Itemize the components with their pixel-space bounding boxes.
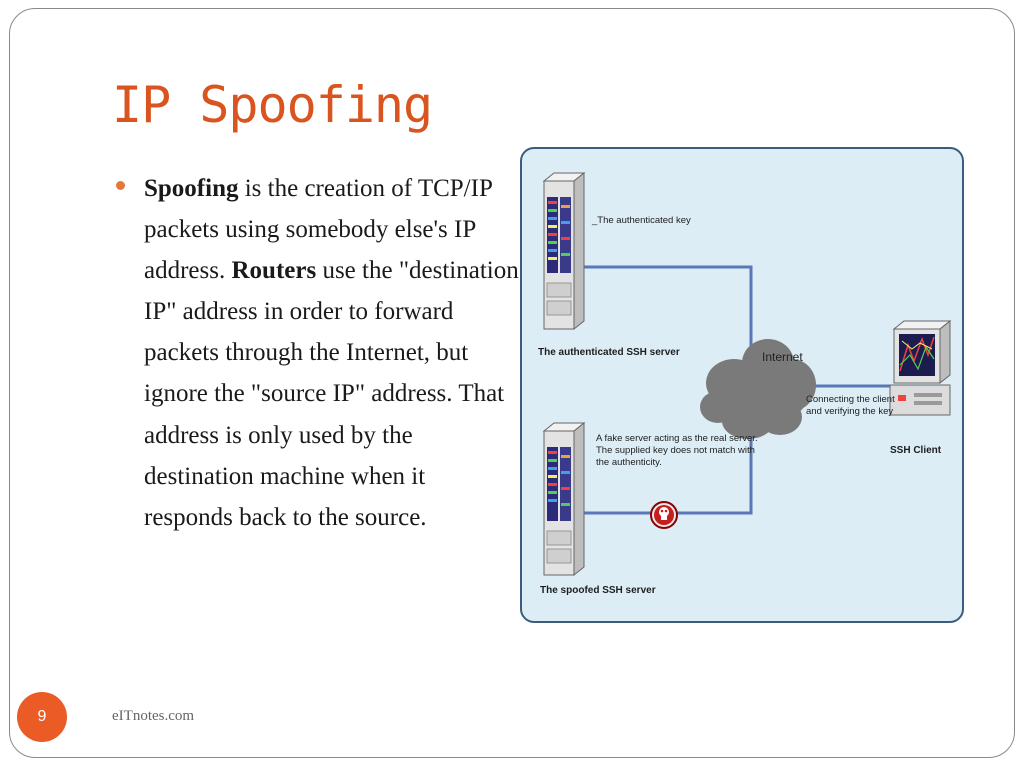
fake-server-note-line1: A fake server acting as the real server.: [596, 433, 758, 444]
auth-server-label: The authenticated SSH server: [538, 347, 680, 358]
auth-key-label: _The authenticated key: [592, 215, 691, 226]
slide-title: IP Spoofing: [112, 76, 433, 134]
spoofed-server-icon: [542, 421, 586, 577]
internet-label: Internet: [762, 350, 803, 364]
term-spoofing: Spoofing: [144, 175, 239, 202]
page-number-badge: 9: [17, 692, 67, 742]
bullet-point-icon: [116, 181, 125, 190]
client-connection-label-line2: and verifying the key: [806, 406, 894, 417]
bullet-text: Spoofing is the creation of TCP/IP packe…: [144, 168, 520, 538]
diagram-graphics: [542, 171, 952, 577]
ssh-client-computer-icon: [889, 319, 952, 416]
fake-server-note-line3: the authenticity.: [596, 457, 662, 468]
ip-spoofing-diagram: _The authenticated key The authenticated…: [520, 147, 964, 623]
auth-server-icon: [542, 171, 586, 331]
client-connection-label-line1: Connecting the client: [806, 394, 895, 405]
slide-frame: [9, 8, 1015, 758]
fake-server-note-line2: The supplied key does not match with: [596, 445, 755, 456]
spoofed-server-label: The spoofed SSH server: [540, 585, 656, 596]
skull-warning-icon: [650, 501, 678, 529]
internet-cloud-icon: [700, 339, 816, 439]
body-text-part-1: is the creation of TCP/IP packets using …: [144, 175, 492, 285]
body-text-part-2: use the "destination IP" address in orde…: [144, 257, 519, 531]
link-spoofed-server: [582, 405, 753, 515]
footer-source: eITnotes.com: [112, 708, 195, 724]
term-routers: Routers: [231, 257, 317, 285]
ssh-client-label: SSH Client: [890, 445, 942, 456]
